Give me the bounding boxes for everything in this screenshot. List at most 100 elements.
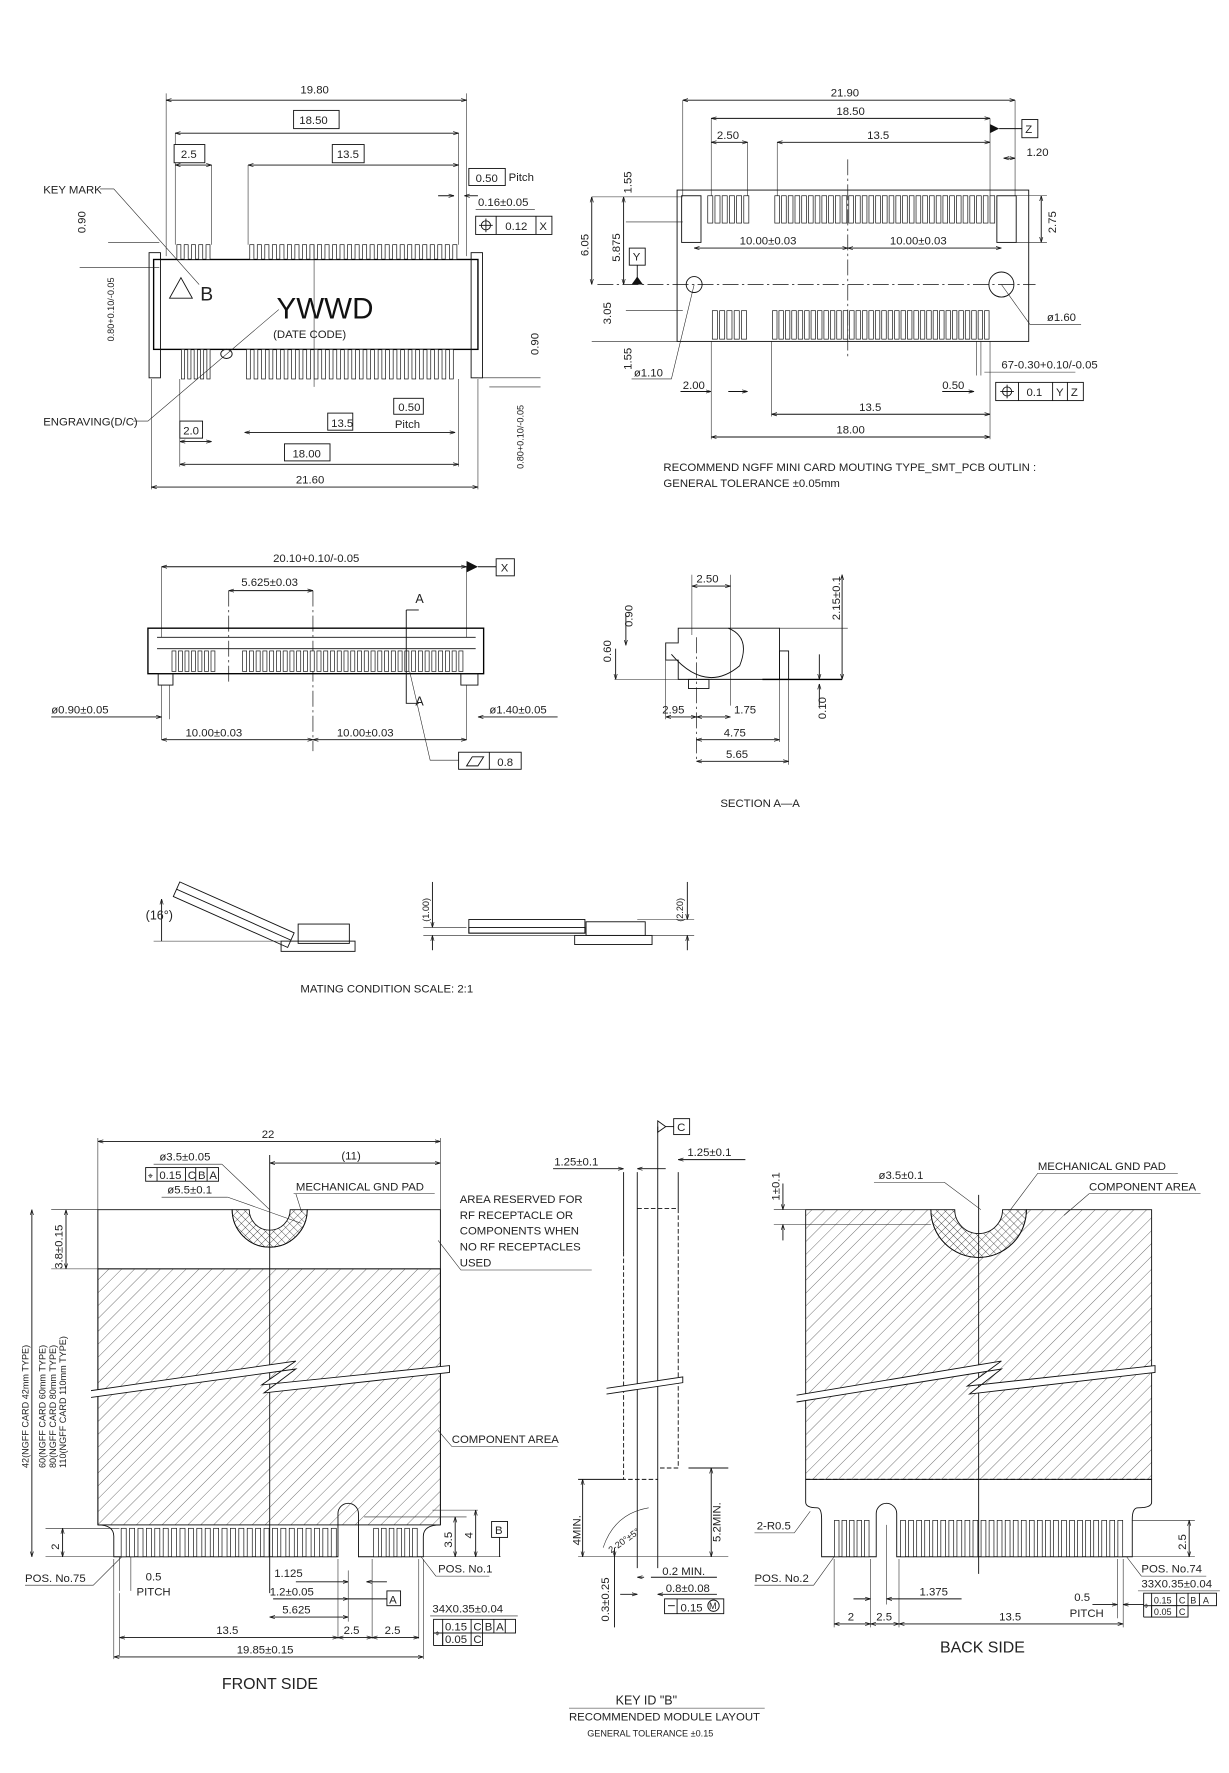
dim-2-5: 2.5 bbox=[876, 1611, 892, 1623]
tolerance-datum: X bbox=[539, 221, 547, 233]
height-0-90-right: 0.90 bbox=[529, 333, 541, 355]
pin bbox=[264, 244, 270, 260]
pin bbox=[945, 310, 951, 340]
pin bbox=[262, 650, 268, 672]
mount-pad-left bbox=[681, 195, 702, 243]
pin bbox=[797, 310, 804, 340]
pin bbox=[988, 1520, 995, 1558]
pin bbox=[249, 650, 254, 672]
pin bbox=[309, 244, 315, 260]
module-back-side: 1±0.1 ø3.5±0.1 MECHANICAL GND PAD COMPON… bbox=[754, 1161, 1220, 1656]
pin bbox=[821, 195, 827, 224]
datum-a: A bbox=[389, 1594, 397, 1606]
dim-13-5: 13.5 bbox=[337, 149, 359, 161]
pin bbox=[323, 650, 329, 672]
connector-front-view: X 20.10+0.10/-0.05 5.625±0.03 A A ø0.90±… bbox=[51, 553, 558, 770]
pin bbox=[268, 349, 274, 380]
card-length-110: 110(NGFF CARD 110mm TYPE) bbox=[58, 1336, 68, 1468]
pin bbox=[964, 1520, 971, 1558]
pin bbox=[932, 1520, 938, 1558]
pin bbox=[900, 1520, 906, 1558]
dim-2-50: 2.50 bbox=[717, 130, 739, 142]
gold-finger-row bbox=[834, 1520, 1124, 1558]
pin bbox=[424, 650, 430, 672]
pin bbox=[868, 195, 875, 224]
pin bbox=[188, 1527, 194, 1558]
pin bbox=[316, 650, 322, 672]
pin bbox=[984, 310, 990, 340]
pin bbox=[306, 349, 311, 380]
key-letter: B bbox=[200, 283, 213, 305]
engraving-mark-icon bbox=[220, 348, 233, 359]
pin bbox=[198, 244, 204, 260]
pin bbox=[162, 1527, 169, 1558]
pin bbox=[935, 195, 942, 224]
card-length-42: 42(NGFF CARD 42mm TYPE) bbox=[20, 1345, 30, 1468]
flatness-frame: 0.8 bbox=[458, 751, 522, 770]
pin bbox=[1077, 1520, 1083, 1558]
pin bbox=[1117, 1520, 1124, 1558]
pin bbox=[314, 1527, 320, 1558]
flatness-mmc-frame: 0.15 M bbox=[664, 1598, 725, 1614]
pin bbox=[733, 310, 740, 340]
pin bbox=[1012, 1520, 1019, 1558]
pin bbox=[137, 1527, 144, 1558]
section-mark-bottom: A bbox=[415, 695, 424, 709]
pin bbox=[848, 195, 854, 224]
pin bbox=[791, 310, 797, 340]
composite-tolerance-frame: ⌖ 0.15 C B A 0.05 C bbox=[433, 1618, 516, 1646]
dim-19-85: 19.85±0.15 bbox=[237, 1644, 294, 1656]
datum-x: X bbox=[501, 562, 509, 574]
pin bbox=[253, 349, 259, 380]
mmc-modifier-icon bbox=[707, 1599, 720, 1612]
flatness-value: 0.8 bbox=[497, 757, 513, 769]
section-a-a-view: 2.50 2.15±0.1 0.90 0.60 0.10 2.95 1.75 4… bbox=[602, 574, 848, 810]
pin bbox=[952, 310, 958, 340]
pin bbox=[230, 1527, 236, 1558]
pad-spec: 33X0.35±0.04 bbox=[1141, 1578, 1212, 1590]
front-side-title: FRONT SIDE bbox=[222, 1676, 318, 1693]
dim-2-5-height: 2.5 bbox=[1177, 1534, 1189, 1550]
pin bbox=[741, 310, 747, 340]
pin bbox=[719, 310, 726, 340]
pin bbox=[834, 1520, 840, 1558]
datum-b: B bbox=[495, 1525, 503, 1537]
dim-10-right: 10.00±0.03 bbox=[890, 236, 947, 248]
pin bbox=[913, 310, 919, 340]
pin bbox=[404, 349, 409, 380]
pin bbox=[929, 195, 935, 224]
rf-note-line: COMPONENTS WHEN bbox=[460, 1226, 579, 1238]
rf-note-line: AREA RESERVED FOR bbox=[460, 1194, 583, 1206]
dim-18-00: 18.00 bbox=[836, 425, 864, 437]
pin bbox=[200, 349, 205, 380]
dim-5-625: 5.625±0.03 bbox=[241, 577, 298, 589]
dim-1: 1±0.1 bbox=[771, 1172, 783, 1200]
pin bbox=[309, 650, 315, 672]
pin bbox=[964, 310, 971, 340]
pin bbox=[404, 1527, 410, 1558]
position-symbol-icon: ⌖ bbox=[148, 1171, 153, 1181]
pin bbox=[908, 1520, 914, 1558]
pin bbox=[919, 310, 926, 340]
height-0-90-left: 0.90 bbox=[76, 211, 88, 233]
pin bbox=[343, 349, 349, 380]
pitch-label: Pitch bbox=[509, 172, 534, 184]
dim-2-5-b: 2.5 bbox=[385, 1625, 401, 1637]
pin bbox=[302, 244, 307, 260]
dim-0-8: 0.8±0.08 bbox=[666, 1583, 710, 1595]
dim-1-25-right: 1.25±0.1 bbox=[687, 1147, 731, 1159]
tolerance-datum: A bbox=[1203, 1595, 1210, 1605]
pin bbox=[396, 349, 402, 380]
dim-11: (11) bbox=[341, 1151, 361, 1163]
dim-2: 2 bbox=[50, 1544, 62, 1550]
dim-21-90: 21.90 bbox=[831, 88, 859, 100]
pin bbox=[707, 195, 714, 224]
tolerance-datum: C bbox=[188, 1170, 196, 1182]
dim-13-5: 13.5 bbox=[867, 130, 889, 142]
tolerance-datum: C bbox=[1179, 1595, 1186, 1605]
pin bbox=[358, 349, 364, 380]
pos-1-label: POS. No.1 bbox=[438, 1564, 492, 1576]
dim-13-5: 13.5 bbox=[216, 1625, 238, 1637]
pad-diameter: ø5.5±0.1 bbox=[167, 1185, 212, 1197]
pin bbox=[204, 650, 209, 672]
